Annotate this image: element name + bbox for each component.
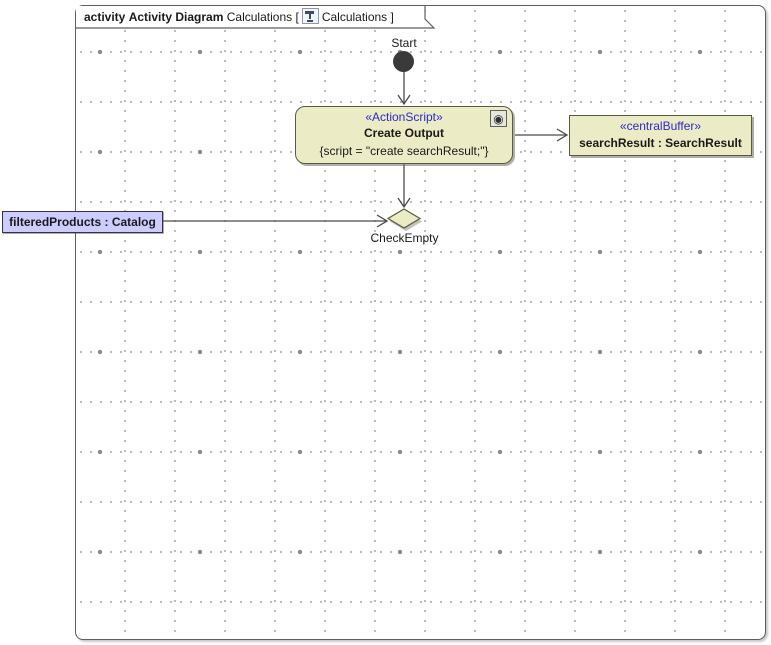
- behavior-badge-icon: ◉: [490, 110, 507, 127]
- decision-node-label: CheckEmpty: [370, 231, 439, 245]
- control-flow-start-to-action[interactable]: [397, 72, 411, 106]
- frame-diagram-kind: Activity Diagram: [128, 10, 224, 24]
- action-script-body: {script = "create searchResult;"}: [319, 144, 489, 158]
- frame-open-bracket: [: [295, 10, 299, 24]
- arrowhead-icon: [376, 214, 389, 228]
- central-buffer-node[interactable]: «centralBuffer» searchResult : SearchRes…: [569, 115, 752, 156]
- action-name: Create Output: [363, 126, 444, 140]
- object-flow-action-to-buffer[interactable]: [515, 128, 569, 142]
- initial-node[interactable]: [393, 51, 414, 72]
- arrowhead-icon: [556, 128, 569, 142]
- control-flow-action-to-decision[interactable]: [397, 162, 411, 209]
- frame-header-shape[interactable]: [76, 6, 434, 28]
- frame-close-bracket: ]: [390, 10, 394, 24]
- behavior-badge-glyph: ◉: [493, 111, 504, 126]
- frame-context-name: Calculations: [321, 10, 388, 24]
- icon-part: [304, 11, 314, 14]
- buffer-name: searchResult : SearchResult: [579, 136, 742, 150]
- arrowhead-icon: [397, 94, 411, 106]
- icon-part: [308, 14, 311, 19]
- frame-header-outline: [76, 6, 436, 29]
- frame-header[interactable]: activity Activity Diagram Calculations […: [76, 6, 434, 28]
- start-node-label: Start: [391, 36, 417, 50]
- action-stereotype: «ActionScript»: [365, 110, 443, 124]
- buffer-stereotype: «centralBuffer»: [619, 119, 702, 133]
- frame-keyword: activity: [84, 10, 126, 24]
- object-flow-filtered-to-decision[interactable]: [163, 214, 389, 228]
- action-node-create-output[interactable]: «ActionScript» Create Output {script = "…: [295, 106, 513, 164]
- decision-node[interactable]: [386, 208, 422, 229]
- object-node-filtered-products[interactable]: filteredProducts : Catalog: [2, 211, 163, 233]
- frame-diagram-name: Calculations: [226, 10, 293, 24]
- activity-diagram-icon: [301, 8, 319, 24]
- arrowhead-icon: [397, 197, 411, 209]
- icon-part: [306, 20, 313, 22]
